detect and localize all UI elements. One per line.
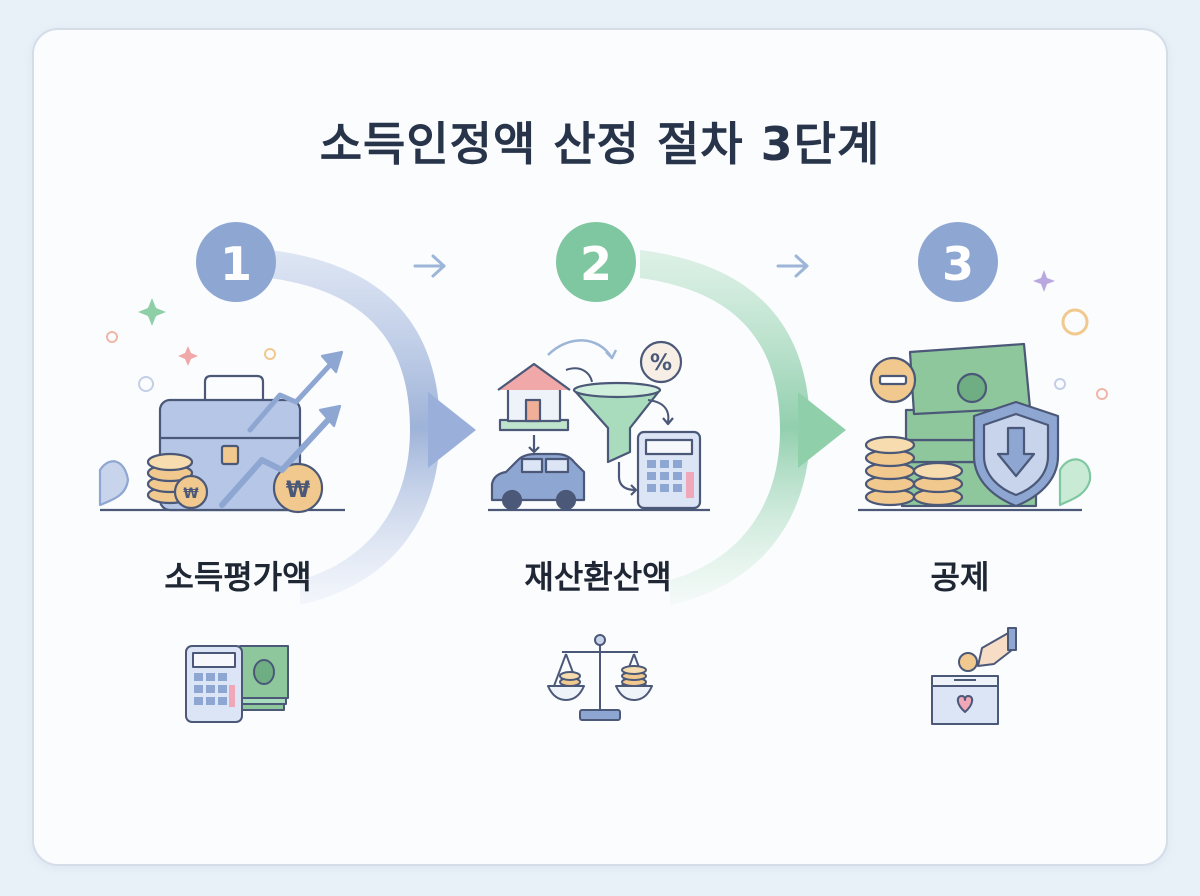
- flow-arc-1: [270, 250, 476, 605]
- svg-text:%: %: [650, 351, 672, 376]
- decor-dot: [1061, 308, 1089, 336]
- house-car-funnel-calculator-icon: %: [488, 339, 710, 512]
- arrow-right-icon: [776, 254, 809, 278]
- decor-dot: [106, 331, 118, 343]
- decor-dot: [264, 348, 276, 360]
- sparkle-icon: [1033, 270, 1055, 292]
- arc-arrowhead-1: [428, 392, 476, 468]
- step-badge-1: 1: [196, 222, 276, 302]
- step-label-1: 소득평가액: [164, 558, 312, 596]
- decor-dot: [138, 376, 154, 392]
- flow-arc-2: [640, 250, 846, 605]
- step-badge-2: 2: [556, 222, 636, 302]
- decor-dot: [1054, 378, 1066, 390]
- arc-arrowhead-2: [798, 392, 846, 468]
- step-label-3: 공제: [930, 558, 990, 596]
- sparkle-icon: [178, 346, 198, 366]
- svg-text:₩: ₩: [286, 478, 310, 503]
- step-number-2: 2: [580, 237, 612, 291]
- diagram-title: 소득인정액 산정 절차 3단계: [319, 117, 881, 171]
- step-badge-3: 3: [918, 222, 998, 302]
- arrow-right-icon: [413, 254, 446, 278]
- step-label-2: 재산환산액: [524, 558, 672, 596]
- sparkle-icon: [138, 298, 166, 326]
- step-number-3: 3: [942, 237, 974, 291]
- decor-dot: [1096, 388, 1108, 400]
- donation-box-icon: [931, 627, 1017, 725]
- calculator-cash-icon: [185, 645, 289, 723]
- step-number-1: 1: [220, 237, 252, 291]
- coins-cash-shield-icon: [858, 342, 1092, 512]
- balance-scale-coins-icon: [547, 634, 653, 721]
- briefcase-coins-growth-icon: ₩ ₩: [98, 350, 345, 514]
- svg-text:₩: ₩: [183, 486, 199, 502]
